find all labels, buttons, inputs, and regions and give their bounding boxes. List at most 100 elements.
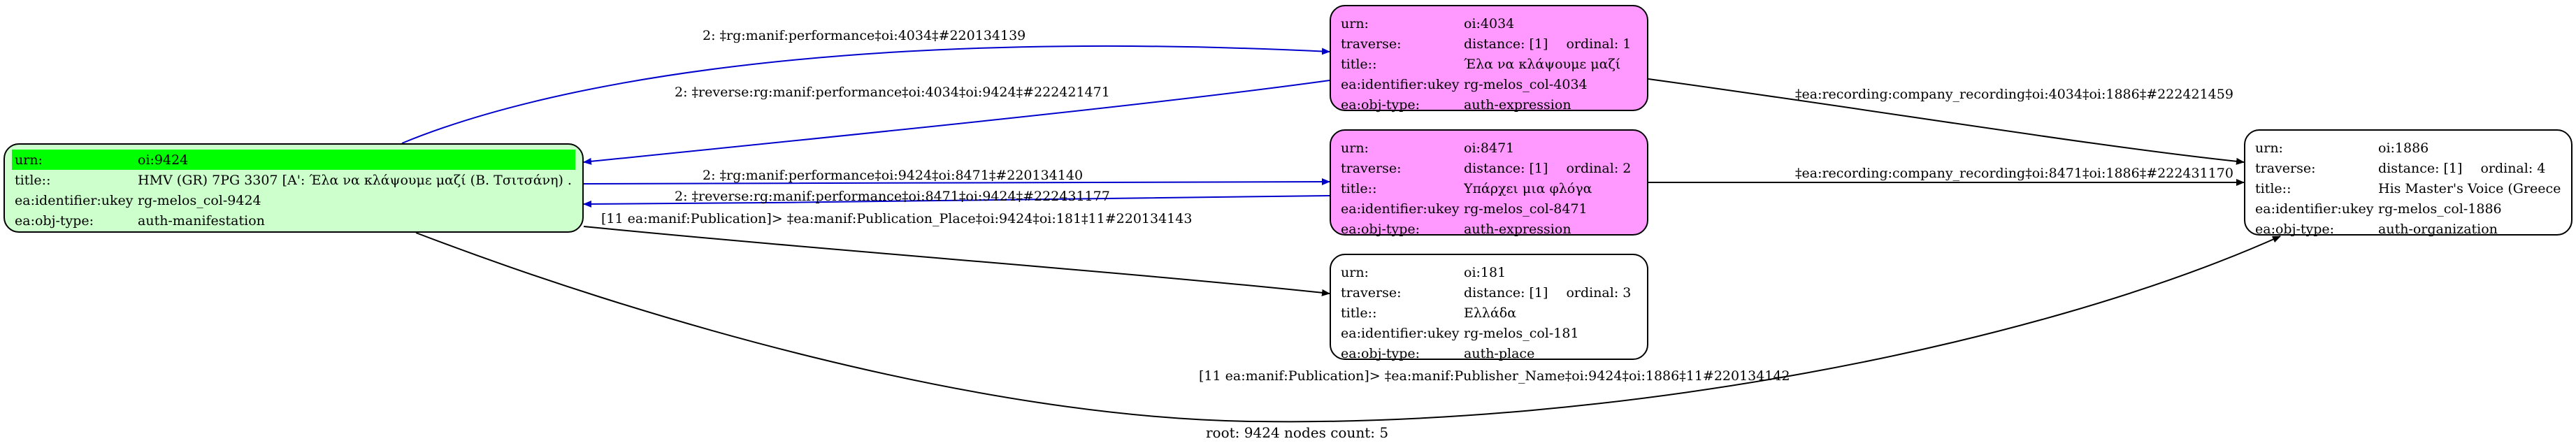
field-key: urn:	[1341, 264, 1369, 280]
field-value: His Master's Voice (Greece)	[2378, 180, 2561, 196]
ordinal-value: ordinal: 2	[1566, 160, 1632, 176]
field-key: ea:obj-type:	[1341, 96, 1420, 113]
field-value: oi:8471	[1464, 140, 1515, 156]
type-row: ea:obj-type: auth-expression	[1341, 219, 1637, 239]
type-row: ea:obj-type: auth-expression	[1341, 94, 1637, 115]
urn-row: urn: oi:181	[1341, 262, 1637, 282]
field-value: oi:9424	[138, 152, 189, 168]
field-key: ea:obj-type:	[1341, 221, 1420, 237]
field-key: ea:obj-type:	[2255, 221, 2335, 237]
field-key: ea:obj-type:	[15, 212, 94, 229]
field-key: ea:identifier:ukey	[15, 192, 134, 208]
field-value: oi:1886	[2378, 140, 2429, 156]
distance-value: distance: [1]	[1464, 160, 1548, 176]
title-row: title::Υπάρχει μια φλόγα	[1341, 178, 1637, 198]
field-key: title::	[15, 172, 51, 188]
field-value: rg-melos_col-8471	[1464, 201, 1588, 217]
field-value: distance: [1] ordinal: 1	[1464, 36, 1637, 52]
type-row: ea:obj-type: auth-place	[1341, 343, 1637, 363]
field-value: distance: [1] ordinal: 4	[2378, 161, 2561, 176]
field-key: traverse:	[1341, 36, 1402, 52]
edge-8471-to-9424	[583, 195, 1330, 208]
traverse-row: traverse: distance: [1] ordinal: 2	[1341, 158, 1637, 178]
field-value: rg-melos_col-4034	[1464, 76, 1588, 92]
ordinal-value: ordinal: 1	[1566, 36, 1632, 52]
ordinal-value: ordinal: 3	[1566, 284, 1632, 301]
field-value: distance: [1] ordinal: 3	[1464, 285, 1637, 301]
type-row: ea:obj-type: auth-organization	[2255, 219, 2561, 239]
node-9424[interactable]: urn: oi:9424 title::HMV (GR) 7PG 3307 [Α'…	[3, 143, 584, 233]
field-value: Υπάρχει μια φλόγα	[1464, 180, 1592, 196]
edge-label-e8: ‡ea:recording:company_recording‡oi:8471‡…	[1795, 166, 2233, 181]
urn-row: urn: oi:4034	[1341, 13, 1637, 34]
field-key: traverse:	[1341, 160, 1402, 176]
urn-row: urn: oi:9424	[12, 150, 575, 170]
urn-row: urn: oi:8471	[1341, 138, 1637, 158]
edge-label-e7: ‡ea:recording:company_recording‡oi:4034‡…	[1795, 87, 2233, 102]
edge-label-e3: 2: ‡rg:manif:performance‡oi:9424‡oi:8471…	[703, 168, 1084, 183]
field-value: rg-melos_col-9424	[138, 192, 261, 208]
field-value: auth-expression	[1464, 221, 1571, 237]
field-key: title::	[1341, 56, 1377, 72]
title-row: title::Ελλάδα	[1341, 303, 1637, 323]
edge-4034-to-9424	[583, 80, 1330, 165]
node-1886[interactable]: urn: oi:1886 traverse: distance: [1] ordina…	[2244, 129, 2573, 239]
field-key: ea:identifier:ukey	[1341, 76, 1460, 92]
edge-label-e2: 2: ‡reverse:rg:manif:performance‡oi:4034…	[675, 85, 1110, 100]
edge-9424-to-1886	[415, 232, 2281, 423]
field-value: auth-manifestation	[138, 212, 265, 229]
field-value: rg-melos_col-1886	[2378, 201, 2502, 217]
edge-label-e1: 2: ‡rg:manif:performance‡oi:4034‡#220134…	[703, 28, 1026, 43]
field-value: Έλα να κλάψουμε μαζί	[1464, 56, 1621, 72]
edge-label-e6: [11 ea:manif:Publication]> ‡ea:manif:Pub…	[1199, 368, 1790, 384]
title-row: title::His Master's Voice (Greece)	[2255, 178, 2561, 198]
field-key: ea:obj-type:	[1341, 345, 1420, 361]
field-key: ea:identifier:ukey	[1341, 325, 1460, 341]
field-key: title::	[1341, 305, 1377, 321]
title-row: title::Έλα να κλάψουμε μαζί	[1341, 54, 1637, 74]
field-key: title::	[1341, 180, 1377, 196]
title-row: title::HMV (GR) 7PG 3307 [Α': Έλα να κλά…	[15, 170, 573, 190]
field-value: distance: [1] ordinal: 2	[1464, 161, 1637, 176]
field-key: urn:	[1341, 140, 1369, 156]
edge-label-e5: [11 ea:manif:Publication]> ‡ea:manif:Pub…	[601, 211, 1193, 226]
urn-row: urn: oi:1886	[2255, 138, 2561, 158]
field-key: urn:	[15, 152, 43, 168]
traverse-row: traverse: distance: [1] ordinal: 3	[1341, 282, 1637, 303]
field-value: HMV (GR) 7PG 3307 [Α': Έλα να κλάψουμε μ…	[138, 172, 573, 188]
field-key: urn:	[1341, 15, 1369, 31]
field-key: ea:identifier:ukey	[2255, 201, 2374, 217]
distance-value: distance: [1]	[1464, 36, 1548, 52]
field-key: traverse:	[1341, 284, 1402, 301]
field-value: auth-organization	[2378, 221, 2498, 237]
field-value: Ελλάδα	[1464, 305, 1517, 321]
field-value: auth-expression	[1464, 96, 1571, 113]
field-value: oi:4034	[1464, 15, 1515, 31]
edge-9424-to-8471	[583, 178, 1330, 186]
node-8471[interactable]: urn: oi:8471 traverse: distance: [1] ordina…	[1330, 129, 1648, 239]
field-key: title::	[2255, 180, 2291, 196]
distance-value: distance: [1]	[1464, 284, 1548, 301]
type-row: ea:obj-type: auth-manifestation	[15, 210, 573, 231]
edge-label-e4: 2: ‡reverse:rg:manif:performance‡oi:8471…	[675, 189, 1110, 204]
node-181[interactable]: urn: oi:181 traverse: distance: [1] ordinal…	[1330, 254, 1648, 363]
field-value: rg-melos_col-181	[1464, 325, 1579, 341]
graph-caption: root: 9424 nodes count: 5	[1206, 424, 1389, 441]
field-key: urn:	[2255, 140, 2283, 156]
ordinal-value: ordinal: 4	[2480, 160, 2546, 176]
field-value: auth-place	[1464, 345, 1535, 361]
node-4034[interactable]: urn: oi:4034 traverse: distance: [1] ordina…	[1330, 5, 1648, 113]
field-value: oi:181	[1464, 264, 1506, 280]
edge-4034-to-1886	[1648, 78, 2245, 165]
distance-value: distance: [1]	[2378, 160, 2463, 176]
traverse-row: traverse: distance: [1] ordinal: 4	[2255, 158, 2561, 178]
field-key: traverse:	[2255, 160, 2316, 176]
edge-9424-to-181	[583, 226, 1330, 296]
edge-9424-to-4034	[401, 45, 1330, 144]
